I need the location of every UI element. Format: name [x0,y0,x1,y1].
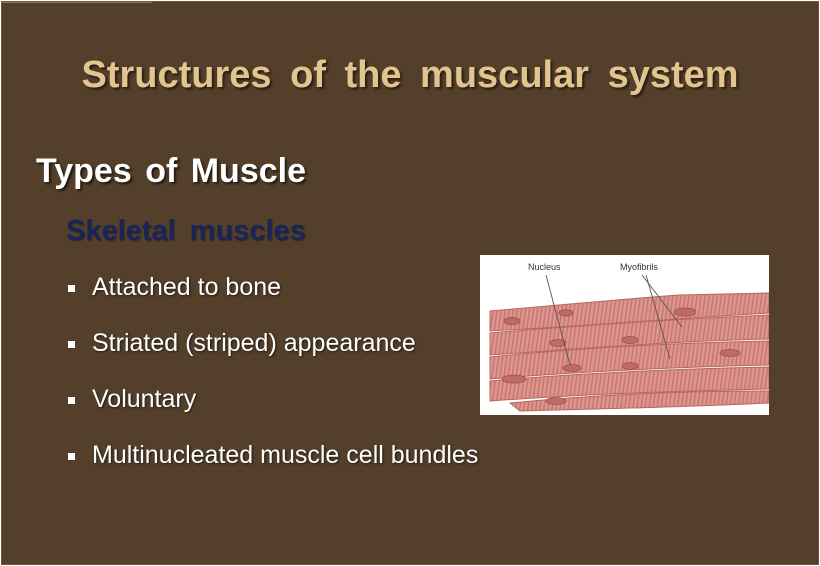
bullet-item: Attached to bone [68,273,478,329]
nucleus-shape [549,339,567,347]
nucleus-shape [558,309,574,317]
square-bullet-icon [68,341,75,348]
nucleus-shape [545,397,567,405]
bullet-text: Attached to bone [92,273,282,301]
nucleus-shape [562,364,582,372]
nucleus-shape [503,317,521,325]
skeletal-muscle-illustration: Nucleus Myofibrils [480,255,769,415]
subheading: Skeletal muscles [66,215,306,247]
nucleus-shape [673,307,697,317]
bullet-list: Attached to bone Striated (striped) appe… [68,273,478,497]
nucleus-shape [719,349,741,357]
nucleus-label: Nucleus [528,262,561,272]
muscle-fiber [489,366,769,402]
bullet-text: Striated (striped) appearance [92,329,416,357]
bullet-item: Voluntary [68,385,478,441]
muscle-fiber [508,390,769,412]
nucleus-leader-line [545,274,571,366]
bullet-item: Striated (striped) appearance [68,329,478,385]
bullet-text: Multinucleated muscle cell bundles [92,441,479,469]
top-edge-line [2,2,152,3]
myofibrils-leader-line [645,274,671,360]
muscle-fibers-drawing: Nucleus Myofibrils [489,262,769,412]
nucleus-shape [501,374,527,384]
square-bullet-icon [68,397,75,404]
square-bullet-icon [68,285,75,292]
bullet-text: Voluntary [92,385,197,413]
nucleus-shape [621,362,639,370]
slide-title: Structures of the muscular system [81,54,739,96]
myofibrils-label: Myofibrils [620,262,659,272]
nucleus-shape [621,336,639,344]
section-heading: Types of Muscle [36,152,306,190]
bullet-item: Multinucleated muscle cell bundles [68,441,478,497]
square-bullet-icon [68,453,75,460]
muscle-fiber [489,340,769,380]
